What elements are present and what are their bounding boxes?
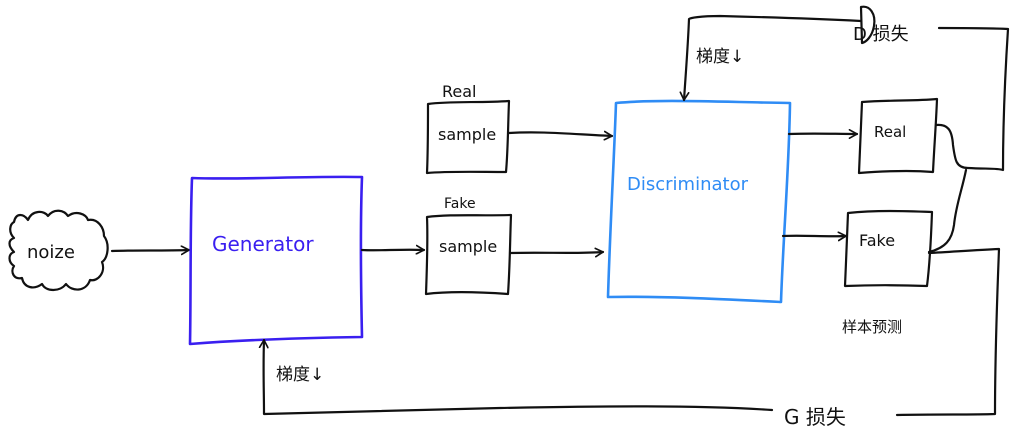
generator-box [188, 175, 364, 346]
d-loss-label: D 损失 [853, 24, 909, 45]
fake-sample-box [424, 213, 513, 296]
edge-discriminator-fake-output [781, 231, 848, 242]
noise-label: noize [27, 242, 75, 263]
d-loss-node: D 损失 [853, 5, 909, 45]
edge-generator-fake-sample [360, 244, 426, 255]
real-output-box [857, 97, 939, 175]
noise-node: noize [8, 209, 109, 292]
g-gradient-label: 梯度↓ [276, 365, 324, 385]
discriminator-node: Discriminator [606, 99, 792, 304]
fake-sample-node: Fake sample [424, 196, 513, 296]
edge-real-sample-discriminator [507, 130, 614, 141]
fake-output-box [843, 209, 934, 288]
real-output-node: Real [857, 97, 939, 175]
generator-label: Generator [212, 232, 314, 256]
edge-real-output-d-loss [934, 26, 1010, 172]
generator-node: Generator [188, 175, 364, 346]
real-output-label: Real [874, 123, 906, 141]
sample-prediction-label: 样本预测 [842, 318, 902, 336]
fake-sample-label: sample [439, 237, 497, 256]
edge-fake-output-d-loss [927, 168, 968, 254]
real-sample-box [425, 99, 511, 175]
real-sample-node: Real sample [425, 82, 511, 175]
edge-d-loss-discriminator [679, 14, 863, 102]
fake-output-node: Fake [843, 209, 934, 288]
edge-g-loss-generator [258, 338, 774, 416]
noise-cloud-shape [8, 209, 109, 292]
edge-noise-generator [110, 245, 191, 256]
d-loss-marker [859, 5, 876, 45]
d-gradient-label: 梯度↓ [696, 47, 744, 67]
edge-fake-output-g-loss [895, 247, 1001, 417]
g-loss-label: G 损失 [784, 405, 846, 429]
real-sample-caption: Real [442, 82, 477, 101]
real-sample-label: sample [438, 125, 496, 144]
discriminator-label: Discriminator [627, 174, 749, 195]
discriminator-box [606, 99, 792, 304]
edge-fake-sample-discriminator [508, 247, 605, 258]
fake-sample-caption: Fake [444, 196, 476, 212]
fake-output-label: Fake [859, 231, 895, 250]
